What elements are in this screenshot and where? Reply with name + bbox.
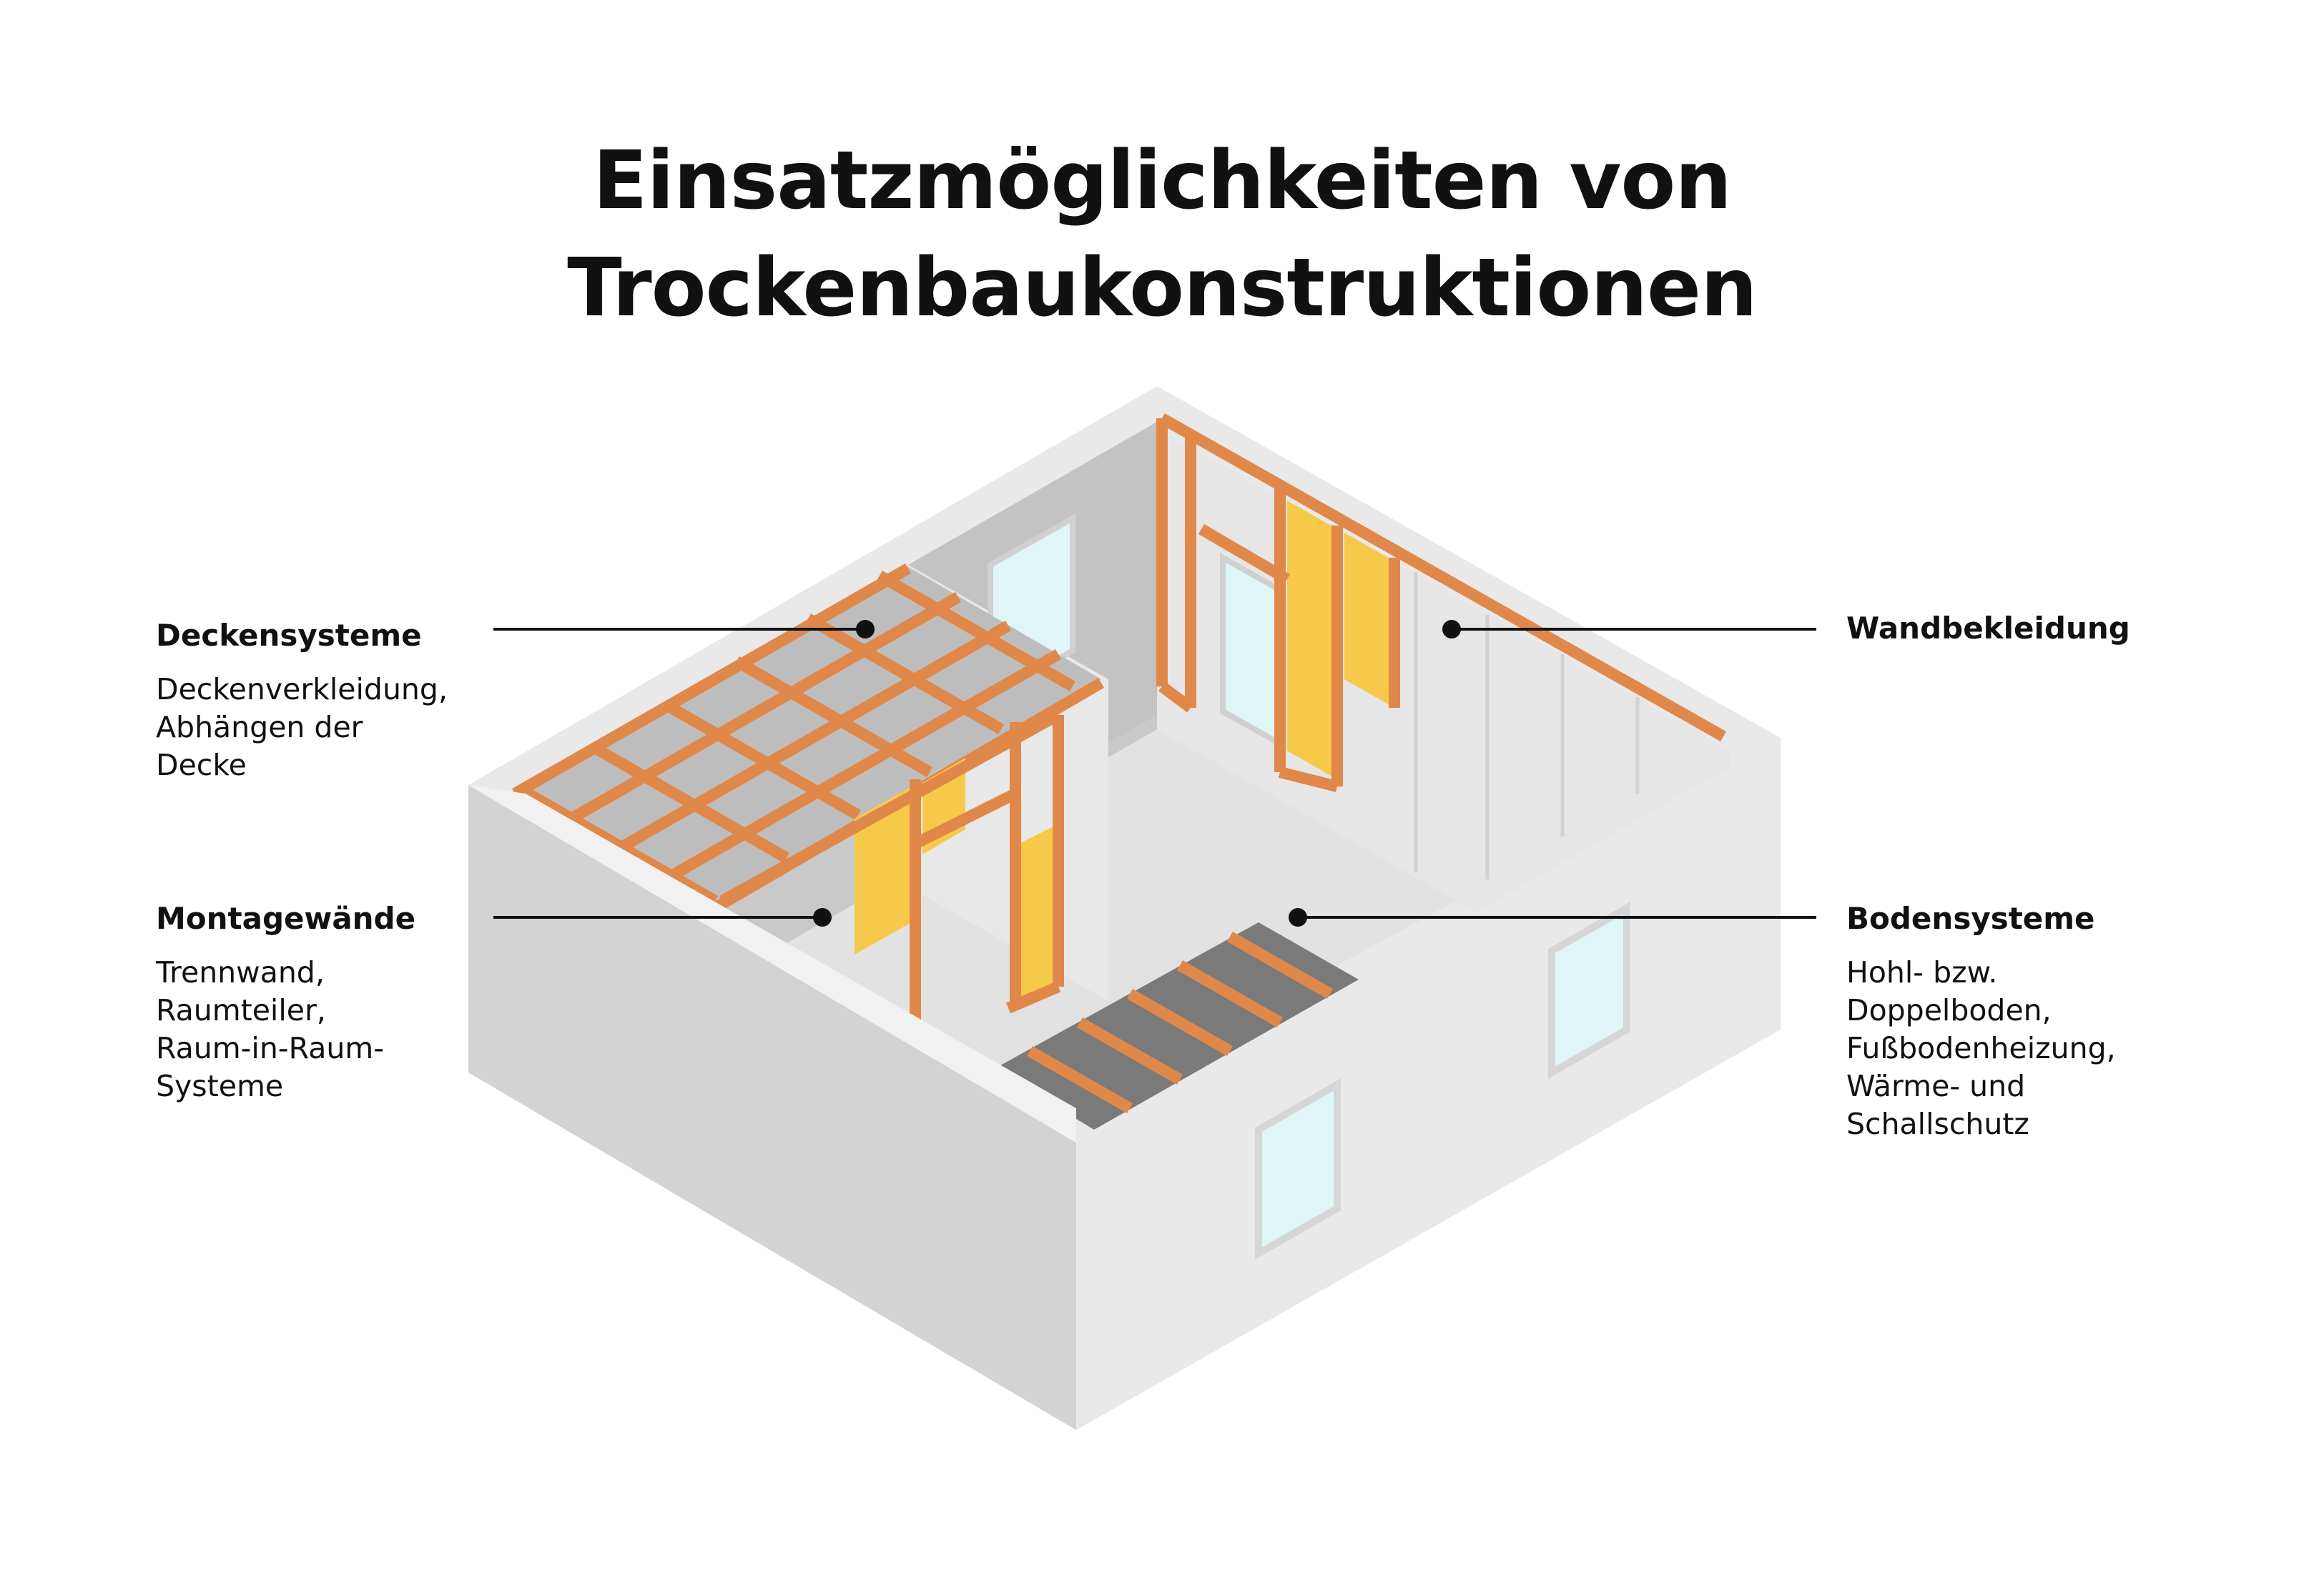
- leader-dots: [813, 620, 1461, 927]
- desc-line: Decke: [156, 748, 247, 782]
- floor-joists: [1027, 932, 1333, 1113]
- desc-line: Doppelboden,: [1846, 993, 2052, 1027]
- heading-montagewaende: Montagewände: [156, 901, 416, 936]
- desc-line: Systeme: [156, 1069, 284, 1103]
- leader-lines: [493, 628, 1816, 919]
- window-outer-1: [1255, 1078, 1341, 1260]
- label-deckensysteme: Deckensysteme Deckenverkleidung, Abhänge…: [156, 616, 528, 784]
- page-title: Einsatzmöglichkeiten von Trockenbaukonst…: [0, 127, 2324, 342]
- label-montagewaende: Montagewände Trennwand, Raumteiler, Raum…: [156, 899, 528, 1105]
- dot-bodensysteme: [1289, 908, 1307, 927]
- desc-line: Trennwand,: [156, 955, 325, 990]
- window-back-right: [1220, 553, 1283, 749]
- desc-line: Fußbodenheizung,: [1846, 1031, 2116, 1065]
- dot-montagewaende: [813, 908, 832, 927]
- desc-montagewaende: Trennwand, Raumteiler, Raum-in-Raum- Sys…: [156, 954, 528, 1105]
- desc-line: Deckenverkleidung,: [156, 672, 448, 706]
- label-bodensysteme: Bodensysteme Hohl- bzw. Doppelboden, Fuß…: [1846, 899, 2218, 1143]
- desc-line: Raum-in-Raum-: [156, 1031, 385, 1065]
- inner-wall-front-left: [468, 785, 1076, 1143]
- desc-line: Hohl- bzw.: [1846, 955, 1998, 990]
- heading-bodensysteme: Bodensysteme: [1846, 901, 2095, 936]
- desc-line: Abhängen der: [156, 710, 363, 744]
- desc-line: Wärme- und: [1846, 1069, 2026, 1103]
- desc-line: Raumteiler,: [156, 993, 326, 1027]
- dot-wandbekleidung: [1442, 620, 1461, 638]
- wall-framing: [1156, 413, 1726, 792]
- heading-deckensysteme: Deckensysteme: [156, 618, 422, 653]
- heading-wandbekleidung: Wandbekleidung: [1846, 611, 2130, 646]
- desc-bodensysteme: Hohl- bzw. Doppelboden, Fußbodenheizung,…: [1846, 954, 2218, 1143]
- outer-wall-left: [468, 785, 1076, 1430]
- desc-line: Schallschutz: [1846, 1107, 2029, 1141]
- title-line-1: Einsatzmöglichkeiten von: [592, 134, 1732, 227]
- wall-cladding: [1414, 572, 1640, 879]
- partition-framing: [719, 709, 1064, 1022]
- desc-deckensysteme: Deckenverkleidung, Abhängen der Decke: [156, 671, 528, 784]
- label-wandbekleidung: Wandbekleidung: [1846, 609, 2218, 664]
- window-outer-2: [1548, 902, 1630, 1079]
- outer-wall-right: [1076, 738, 1781, 1430]
- dot-deckensysteme: [856, 620, 875, 638]
- title-line-2: Trockenbaukonstruktionen: [567, 242, 1757, 335]
